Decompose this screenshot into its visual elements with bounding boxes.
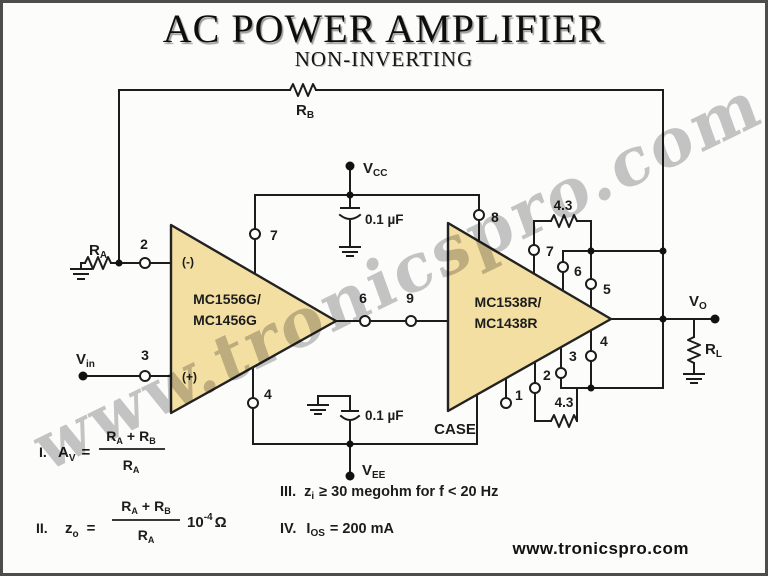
formula2-denominator: RA [138, 527, 155, 545]
pin-label-op2-1: 1 [515, 387, 523, 403]
page-subtitle: NON-INVERTING [294, 47, 474, 71]
label-case: CASE [434, 421, 476, 438]
label-rb: RB [296, 102, 314, 121]
formula-gain: I. AV= RA+RB RA [39, 428, 165, 475]
page-title: AC POWER AMPLIFIER [162, 6, 606, 51]
junction-vee [346, 440, 354, 448]
terminal-vee [345, 471, 355, 481]
website-credit: www.tronicspro.com [512, 539, 689, 558]
vee-rail [252, 394, 478, 477]
label-cap-top: 0.1 µF [365, 212, 404, 227]
pin-label-op1-2: 2 [140, 236, 148, 252]
opamp2-partnumber-line1: MC1538R/ [475, 294, 542, 310]
pin-circle-op2-7 [528, 244, 540, 256]
formula2-lhs: zo= [65, 520, 96, 540]
label-vo: VO [689, 293, 707, 312]
label-vin: Vin [76, 351, 95, 370]
pin-label-op1-3: 3 [141, 347, 149, 363]
pin-label-op2-4: 4 [600, 333, 608, 349]
resistor-rl-zigzag [687, 336, 701, 364]
capacitor-bottom-plates [317, 395, 361, 445]
circuit-canvas: RA RB RL Vin VCC VEE VO 0.1 µF 0.1 µF 4.… [36, 83, 722, 545]
resistor-43-top-zigzag [550, 214, 578, 228]
pin-label-op2-8: 8 [491, 209, 499, 225]
pin-label-op2-3: 3 [569, 348, 577, 364]
pin-label-op2-9: 9 [406, 290, 414, 306]
pin-circle-op1-3 [139, 370, 151, 382]
pin-circle-op1-4 [247, 397, 259, 409]
pin-label-op1-4: 4 [264, 386, 272, 402]
ground-symbol-ra [70, 268, 92, 280]
junction-vcc [346, 191, 354, 199]
pin-circle-op2-3 [555, 367, 567, 379]
ground-symbol-vcc [339, 246, 361, 257]
resistor-ra-zigzag [84, 256, 112, 270]
pin-circle-op1-7 [249, 228, 261, 240]
formula1-numerator: RA+RB [106, 428, 156, 446]
junction-right-top [659, 247, 667, 255]
label-r43-bottom: 4.3 [555, 395, 574, 410]
pin-circle-op2-4 [585, 350, 597, 362]
junction-bottom-43 [587, 384, 595, 392]
pin-circle-op2-8 [473, 209, 485, 221]
terminal-vin [78, 371, 88, 381]
label-vee: VEE [362, 462, 386, 481]
formula1-denominator: RA [123, 457, 140, 475]
ground-symbol-vee [307, 404, 329, 415]
pin-circle-op2-5 [585, 278, 597, 290]
terminal-vo [710, 314, 720, 324]
formula1-index: I. [39, 444, 47, 460]
pin-circle-op2-6 [557, 261, 569, 273]
junction-right-out [659, 315, 667, 323]
opamp2-triangle [446, 221, 613, 413]
label-rl: RL [705, 341, 722, 360]
junction-top-43 [587, 247, 595, 255]
resistor-43-bottom-zigzag [550, 414, 578, 428]
pin-circle-op1-2 [139, 257, 151, 269]
opamp1-inv-label: (-) [182, 255, 194, 269]
opamp1-partnumber-line2: MC1456G [193, 312, 257, 328]
formula-input-impedance: III.zi≥ 30 megohm for f < 20 Hz [280, 484, 498, 502]
formula1-lhs: AV= [58, 444, 91, 464]
opamp1-triangle [169, 223, 338, 415]
pin-label-op2-5: 5 [603, 281, 611, 297]
pin-label-op2-2: 2 [543, 367, 551, 383]
opamp1-partnumber-line1: MC1556G/ [193, 291, 261, 307]
pin-circle-op2-2 [529, 382, 541, 394]
label-ra: RA [89, 242, 107, 261]
pin-circle-op1-6 [359, 315, 371, 327]
pin-label-op1-7: 7 [270, 227, 278, 243]
pin-label-op1-6: 6 [359, 290, 367, 306]
pin-label-op2-7: 7 [546, 243, 554, 259]
opamp1-noninv-label: (+) [182, 370, 197, 384]
pin-label-op2-6: 6 [574, 263, 582, 279]
resistor-rb-zigzag [289, 83, 317, 97]
pin-circle-op2-1 [500, 397, 512, 409]
capacitor-top-plates [338, 207, 362, 248]
feedback-loop-wire [118, 83, 664, 389]
terminal-vcc [345, 161, 355, 171]
label-r43-top: 4.3 [554, 198, 573, 213]
label-vcc: VCC [363, 160, 387, 179]
formula2-numerator: RA+RB [121, 498, 171, 516]
pin-circle-op2-9 [405, 315, 417, 327]
junction-ra-rb [115, 259, 123, 267]
label-cap-bottom: 0.1 µF [365, 408, 404, 423]
opamp2-partnumber-line2: MC1438R [474, 315, 537, 331]
formula-output-current: IV.IOS= 200 mA [280, 521, 395, 539]
ground-symbol-rl [683, 373, 705, 384]
formula2-index: II. [36, 520, 48, 536]
